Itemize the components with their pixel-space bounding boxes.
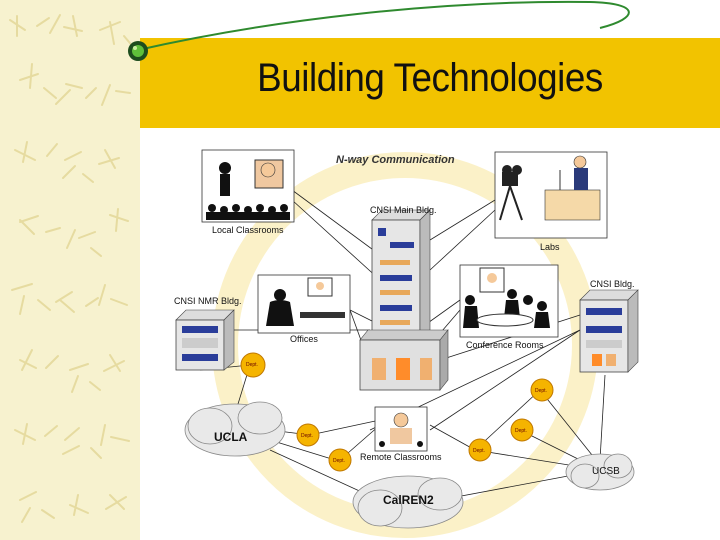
dept-label: Dept. bbox=[473, 448, 485, 454]
cnsi-nmr-building bbox=[175, 309, 235, 371]
calren2-label: CalREN2 bbox=[383, 493, 434, 507]
n-way-communication-label: N-way Communication bbox=[336, 154, 455, 166]
ucsb-cloud bbox=[565, 453, 635, 491]
cnsi-main-label: CNSI Main Bldg. bbox=[370, 205, 437, 215]
calren2-cloud bbox=[352, 475, 464, 529]
page-title: Building Technologies bbox=[257, 56, 603, 100]
stick-pattern-decoration bbox=[9, 14, 135, 523]
cnsi-main-building bbox=[359, 209, 449, 391]
ucsb-label: UCSB bbox=[592, 466, 620, 477]
labs-label: Labs bbox=[540, 242, 560, 252]
dept-label: Dept. bbox=[246, 362, 258, 368]
ucla-label: UCLA bbox=[214, 430, 248, 444]
cnsi-building bbox=[579, 289, 639, 373]
conference-rooms-image bbox=[459, 264, 559, 338]
dept-nodes bbox=[240, 352, 554, 472]
dept-label: Dept. bbox=[333, 458, 345, 464]
ucla-cloud bbox=[184, 401, 286, 457]
network-diagram bbox=[175, 149, 639, 538]
cnsi-nmr-label: CNSI NMR Bldg. bbox=[174, 296, 242, 306]
cnsi-bldg-label: CNSI Bldg. bbox=[590, 279, 635, 289]
remote-classrooms-label: Remote Classrooms bbox=[360, 452, 442, 462]
sidebar-pattern bbox=[0, 0, 140, 540]
remote-classrooms-image bbox=[374, 406, 428, 452]
title-band bbox=[140, 38, 720, 128]
local-classrooms-label: Local Classrooms bbox=[212, 225, 284, 235]
conference-rooms-label: Conference Rooms bbox=[466, 340, 544, 350]
dept-label: Dept. bbox=[301, 433, 313, 439]
local-classrooms-image bbox=[201, 149, 295, 223]
labs-image bbox=[494, 151, 608, 239]
dept-label: Dept. bbox=[535, 388, 547, 394]
dept-label: Dept. bbox=[515, 428, 527, 434]
green-swoosh-decoration bbox=[128, 0, 630, 61]
offices-image bbox=[257, 274, 351, 334]
offices-label: Offices bbox=[290, 334, 318, 344]
